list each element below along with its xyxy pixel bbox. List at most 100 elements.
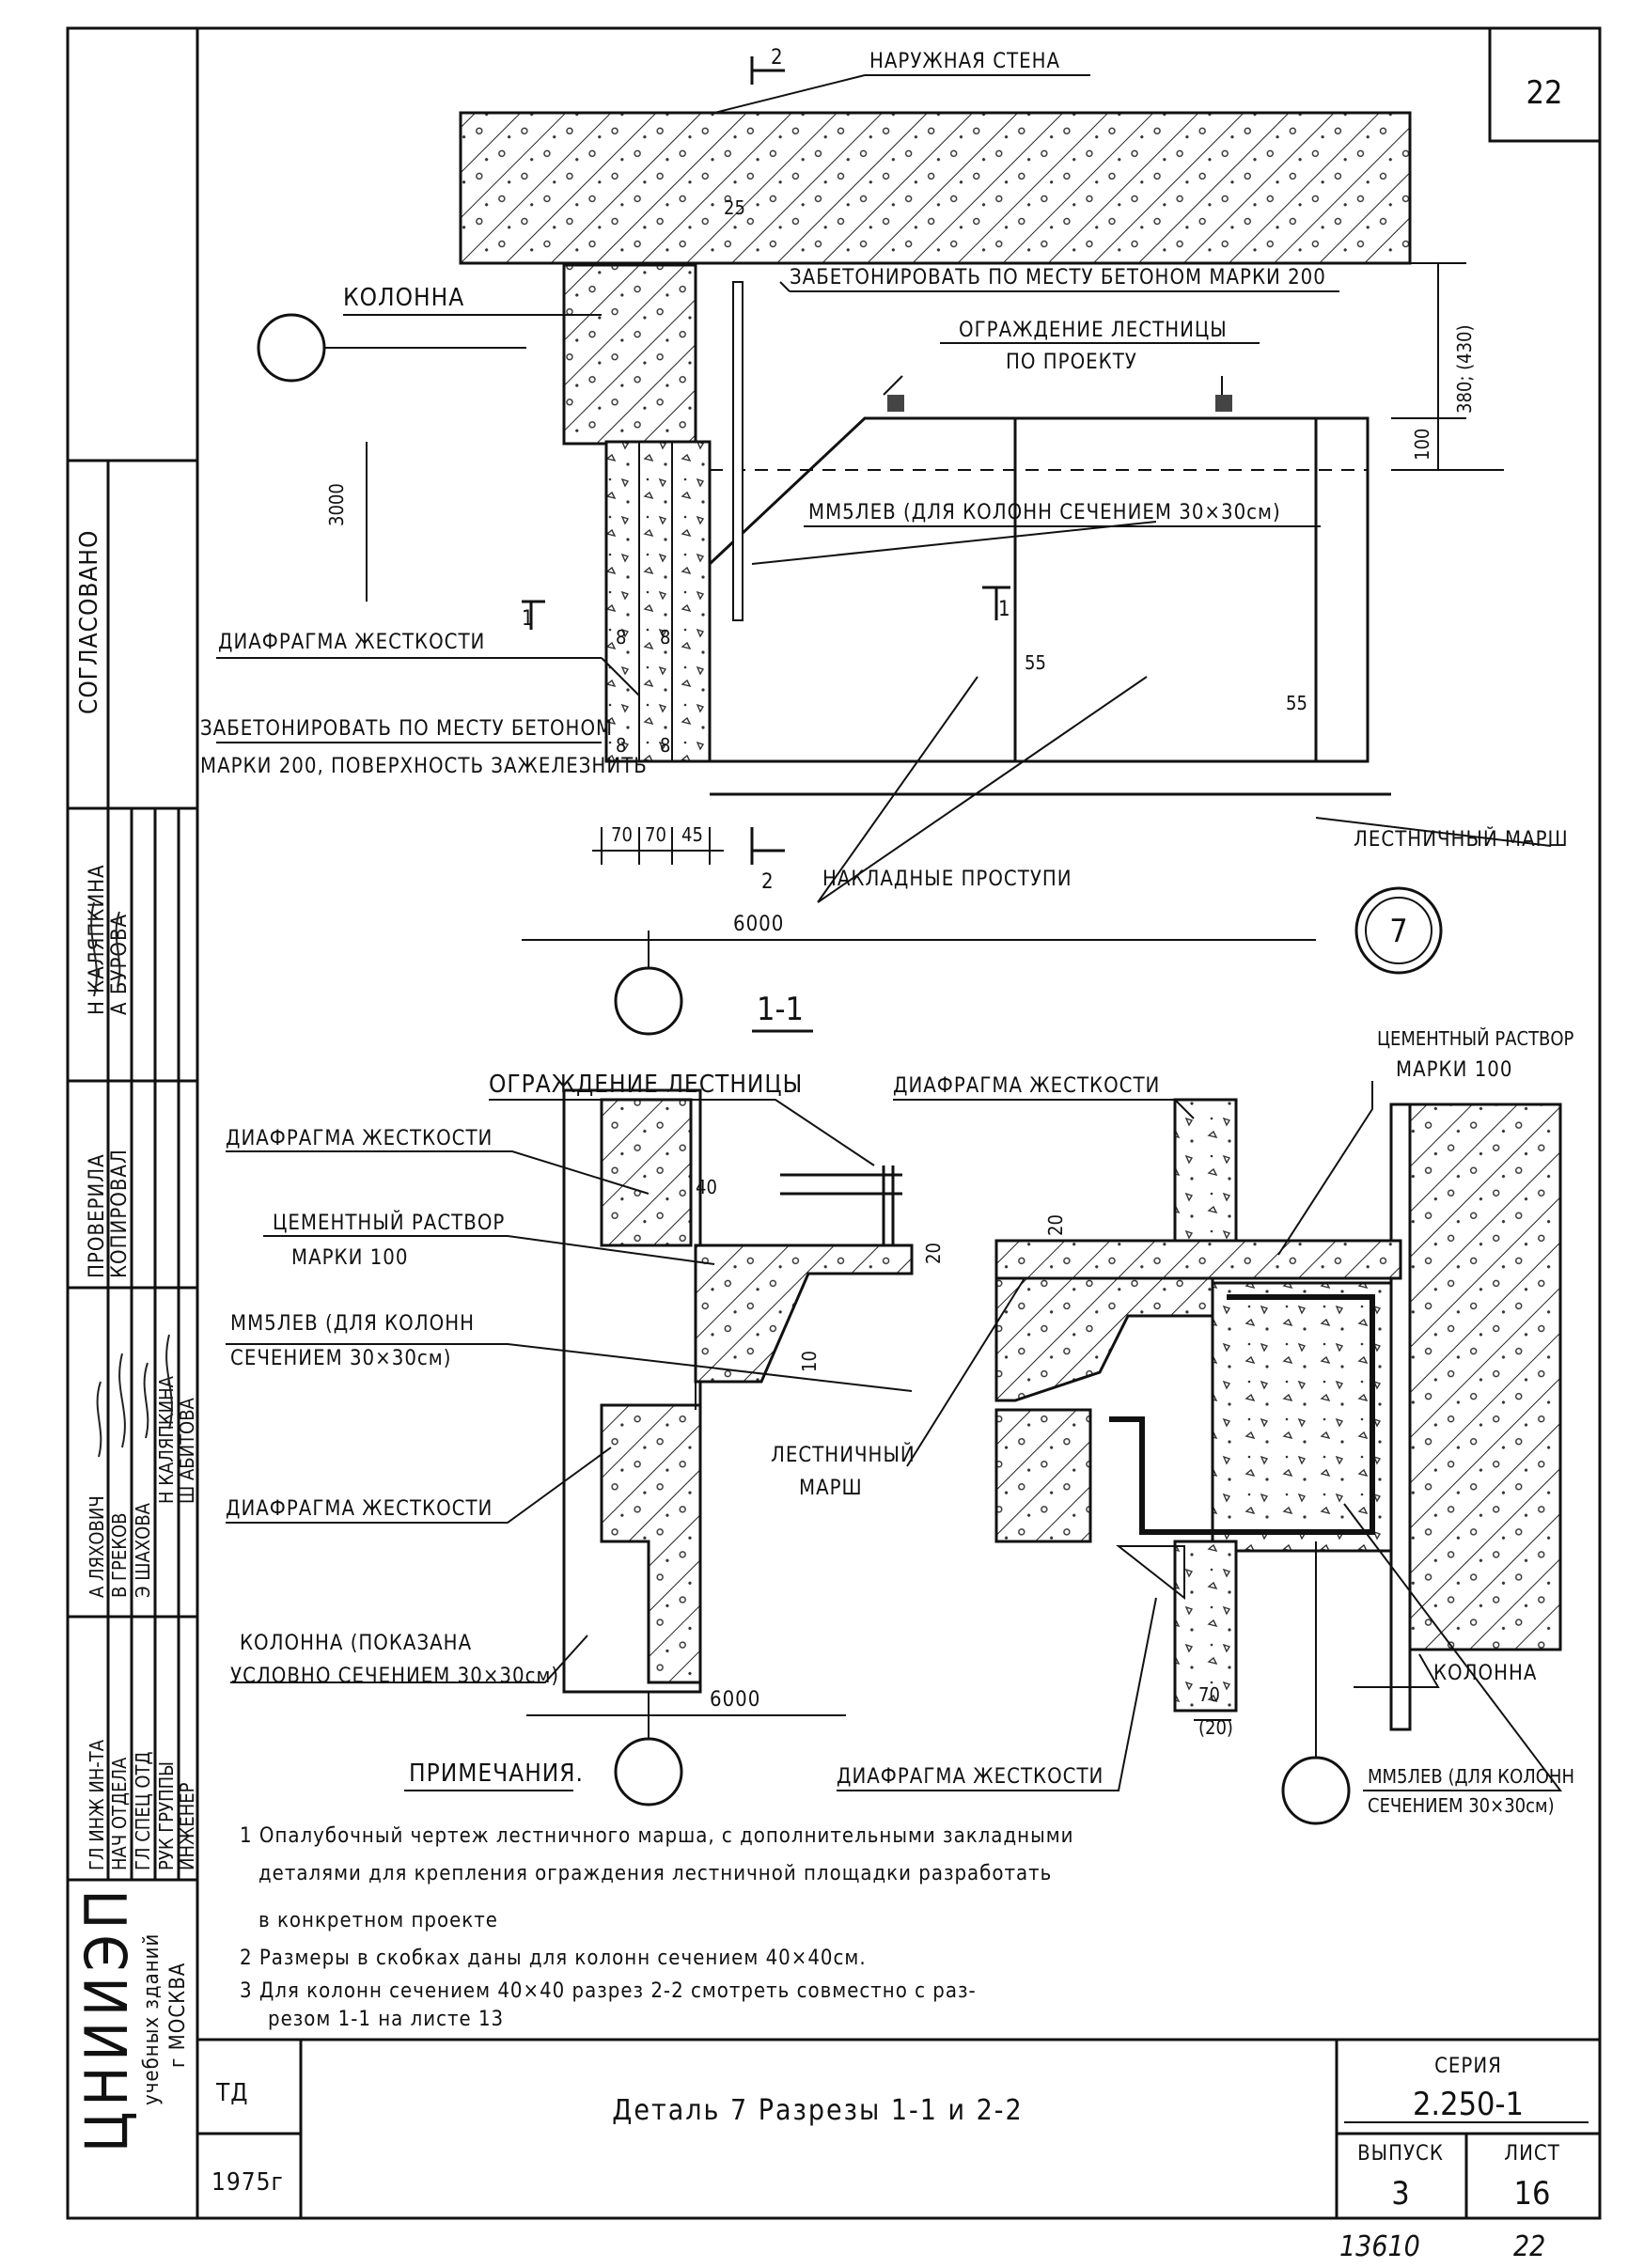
section-mark-top-label: 2	[771, 46, 784, 70]
dim-6000-s11: 6000	[710, 1688, 760, 1712]
section-mark-left-label: 1	[522, 607, 535, 631]
embedded-plate	[732, 281, 744, 621]
dim-6000-top: 6000	[733, 913, 784, 936]
dim-70a: 70	[611, 823, 633, 846]
dim-8b: 8	[660, 626, 670, 649]
detail-number: 7	[1389, 913, 1407, 950]
title-block: ТД 1975г Деталь 7 Разрезы 1-1 и 2-2 СЕРИ…	[211, 2055, 1589, 2213]
dim-8a: 8	[616, 626, 626, 649]
dim-70b: 70	[645, 823, 666, 846]
tb-issue: 3	[1391, 2175, 1409, 2213]
s22-diaphragm-bottom	[1173, 1540, 1238, 1713]
s11-cement-2: МАРКИ 100	[291, 1246, 408, 1270]
tb-year: 1975г	[211, 2168, 284, 2197]
column-body	[562, 263, 697, 446]
leaders-s11	[226, 1099, 913, 1683]
railing-post-1	[887, 395, 904, 412]
section-11-title: 1-1	[757, 991, 804, 1028]
s22-embedded-1: ММ5ЛЕВ (ДЛЯ КОЛОНН	[1368, 1765, 1574, 1788]
section-mark-bottom-label: 2	[761, 870, 775, 894]
concrete-fill-label: ЗАБЕТОНИРОВАТЬ ПО МЕСТУ БЕТОНОМ МАРКИ 20…	[790, 266, 1326, 289]
org-sub-2: г МОСКВА	[166, 1963, 190, 2068]
signature-scribbles	[90, 901, 173, 1458]
section-2-2: 20 70 (20) ДИАФРАГМА ЖЕСТКОСТИ ЦЕМЕНТНЫЙ…	[771, 1027, 1574, 1825]
s22-lower-block	[994, 1408, 1092, 1543]
s22-diaphragm-top-label: ДИАФРАГМА ЖЕСТКОСТИ	[893, 1074, 1160, 1098]
role-2: НАЧ ОТДЕЛА	[108, 1757, 131, 1870]
railing-post-2	[1215, 395, 1232, 412]
s22-stair-2: МАРШ	[799, 1477, 863, 1500]
tb-series-label: СЕРИЯ	[1434, 2055, 1502, 2078]
s22-diaphragm-top	[1173, 1098, 1238, 1243]
name-3: Э ШАХОВА	[132, 1502, 154, 1598]
agreed-label: СОГЛАСОВАНО	[75, 530, 103, 714]
dim-40: 40	[696, 1176, 717, 1198]
dim-8d: 8	[660, 734, 670, 757]
dim-380: 380; (430)	[1453, 325, 1476, 414]
s22-stair-1: ЛЕСТНИЧНЫЙ	[771, 1443, 916, 1467]
embedded-label: ММ5ЛЕВ (ДЛЯ КОЛОНН СЕЧЕНИЕМ 30×30см)	[808, 501, 1281, 524]
role-4: РУК ГРУППЫ	[155, 1761, 178, 1870]
s22-embedded-bar	[1109, 1294, 1375, 1535]
s22-column-core	[1211, 1281, 1393, 1553]
outer-wall-label: НАРУЖНАЯ СТЕНА	[869, 50, 1060, 73]
detail-bubble	[1354, 886, 1443, 975]
stair-flight-outline	[708, 416, 1370, 763]
dim-25: 25	[724, 196, 745, 219]
top-detail: 2 2 1 1 7 25 380; (430) 100 3000 8 8 8 8…	[200, 46, 1569, 1036]
bottom-number-right: 22	[1513, 2230, 1545, 2263]
org-sub-1: учебных зданий	[140, 1933, 164, 2105]
s11-diaphragm-bottom-label: ДИАФРАГМА ЖЕСТКОСТИ	[226, 1497, 493, 1521]
checked-role: ПРОВЕРИЛА	[86, 1153, 109, 1278]
s11-embedded-2: СЕЧЕНИЕМ 30×30см)	[230, 1347, 451, 1370]
dim-45: 45	[681, 823, 703, 846]
s11-railing	[780, 1165, 902, 1245]
s22-stair-flight	[994, 1276, 1214, 1402]
dim-20-s22: 20	[1044, 1214, 1067, 1236]
dim-3000: 3000	[325, 483, 348, 526]
s11-diaphragm-top	[600, 1098, 693, 1247]
name-2: В ГРЕКОВ	[108, 1512, 131, 1598]
s11-column-1: КОЛОННА (ПОКАЗАНА	[240, 1632, 472, 1655]
note-3b: резом 1-1 на листе 13	[268, 2008, 504, 2031]
s22-diaphragm-bottom-label: ДИАФРАГМА ЖЕСТКОСТИ	[837, 1765, 1104, 1789]
axis-bubble-s11	[614, 1737, 683, 1807]
railing-label-1: ОГРАЖДЕНИЕ ЛЕСТНИЦЫ	[959, 319, 1228, 342]
dim-55b: 55	[1286, 692, 1307, 714]
side-stamp: СОГЛАСОВАНО Н КАЛЯПКИНА А БУРОВА ПРОВЕРИ…	[72, 530, 198, 2152]
notes-heading: ПРИМЕЧАНИЯ.	[409, 1760, 584, 1788]
page-number: 22	[1526, 74, 1563, 112]
name-4: Н КАЛЯПКИНА	[155, 1375, 178, 1504]
stair-flight-label: ЛЕСТНИЧНЫЙ МАРШ	[1354, 827, 1569, 852]
tb-series: 2.250-1	[1413, 2086, 1524, 2123]
name-1: А ЛЯХОВИЧ	[86, 1495, 108, 1598]
fill-note-1: ЗАБЕТОНИРОВАТЬ ПО МЕСТУ БЕТОНОМ	[200, 717, 613, 741]
leaders-top	[216, 74, 1552, 903]
note-1b: деталями для крепления ограждения лестни…	[258, 1862, 1052, 1885]
section-mark-1-right	[982, 586, 1010, 620]
tb-title: Деталь 7 Разрезы 1-1 и 2-2	[612, 2094, 1023, 2127]
s11-embedded-1: ММ5ЛЕВ (ДЛЯ КОЛОНН	[230, 1312, 475, 1336]
diaphragm-body	[604, 440, 712, 763]
author-name-1: Н КАЛЯПКИНА	[86, 864, 109, 1015]
s11-railing-label: ОГРАЖДЕНИЕ ЛЕСТНИЦЫ	[489, 1071, 803, 1099]
s22-cement-1: ЦЕМЕНТНЫЙ РАСТВОР	[1377, 1027, 1574, 1050]
s11-cement-1: ЦЕМЕНТНЫЙ РАСТВОР	[273, 1211, 505, 1235]
role-3: ГЛ СПЕЦ ОТД	[132, 1751, 154, 1870]
note-2: 2 Размеры в скобках даны для колонн сече…	[240, 1947, 867, 1970]
s11-column-2: УСЛОВНО СЕЧЕНИЕМ 30×30см)	[230, 1665, 559, 1688]
name-5: Ш АБИТОВА	[176, 1397, 198, 1504]
section-mark-1-left	[522, 600, 545, 630]
s22-column-label: КОЛОННА	[1433, 1662, 1537, 1685]
diaphragm-label: ДИАФРАГМА ЖЕСТКОСТИ	[218, 631, 485, 654]
tb-issue-label: ВЫПУСК	[1357, 2142, 1444, 2166]
fill-note-2: МАРКИ 200, ПОВЕРХНОСТЬ ЗАЖЕЛЕЗНИТЬ	[200, 755, 648, 778]
dim-10: 10	[798, 1351, 821, 1372]
section-1-1: 1-1 6000 40 20 10 ОГРАЖДЕНИЕ ЛЕСТНИЦЫ ДИ…	[226, 991, 945, 1807]
note-1a: 1 Опалубочный чертеж лестничного марша, …	[240, 1824, 1074, 1848]
dim-8c: 8	[616, 734, 626, 757]
tb-sheet: 16	[1514, 2175, 1551, 2213]
note-1c: в конкретном проекте	[258, 1909, 498, 1932]
dim-lines-top	[366, 262, 1504, 941]
